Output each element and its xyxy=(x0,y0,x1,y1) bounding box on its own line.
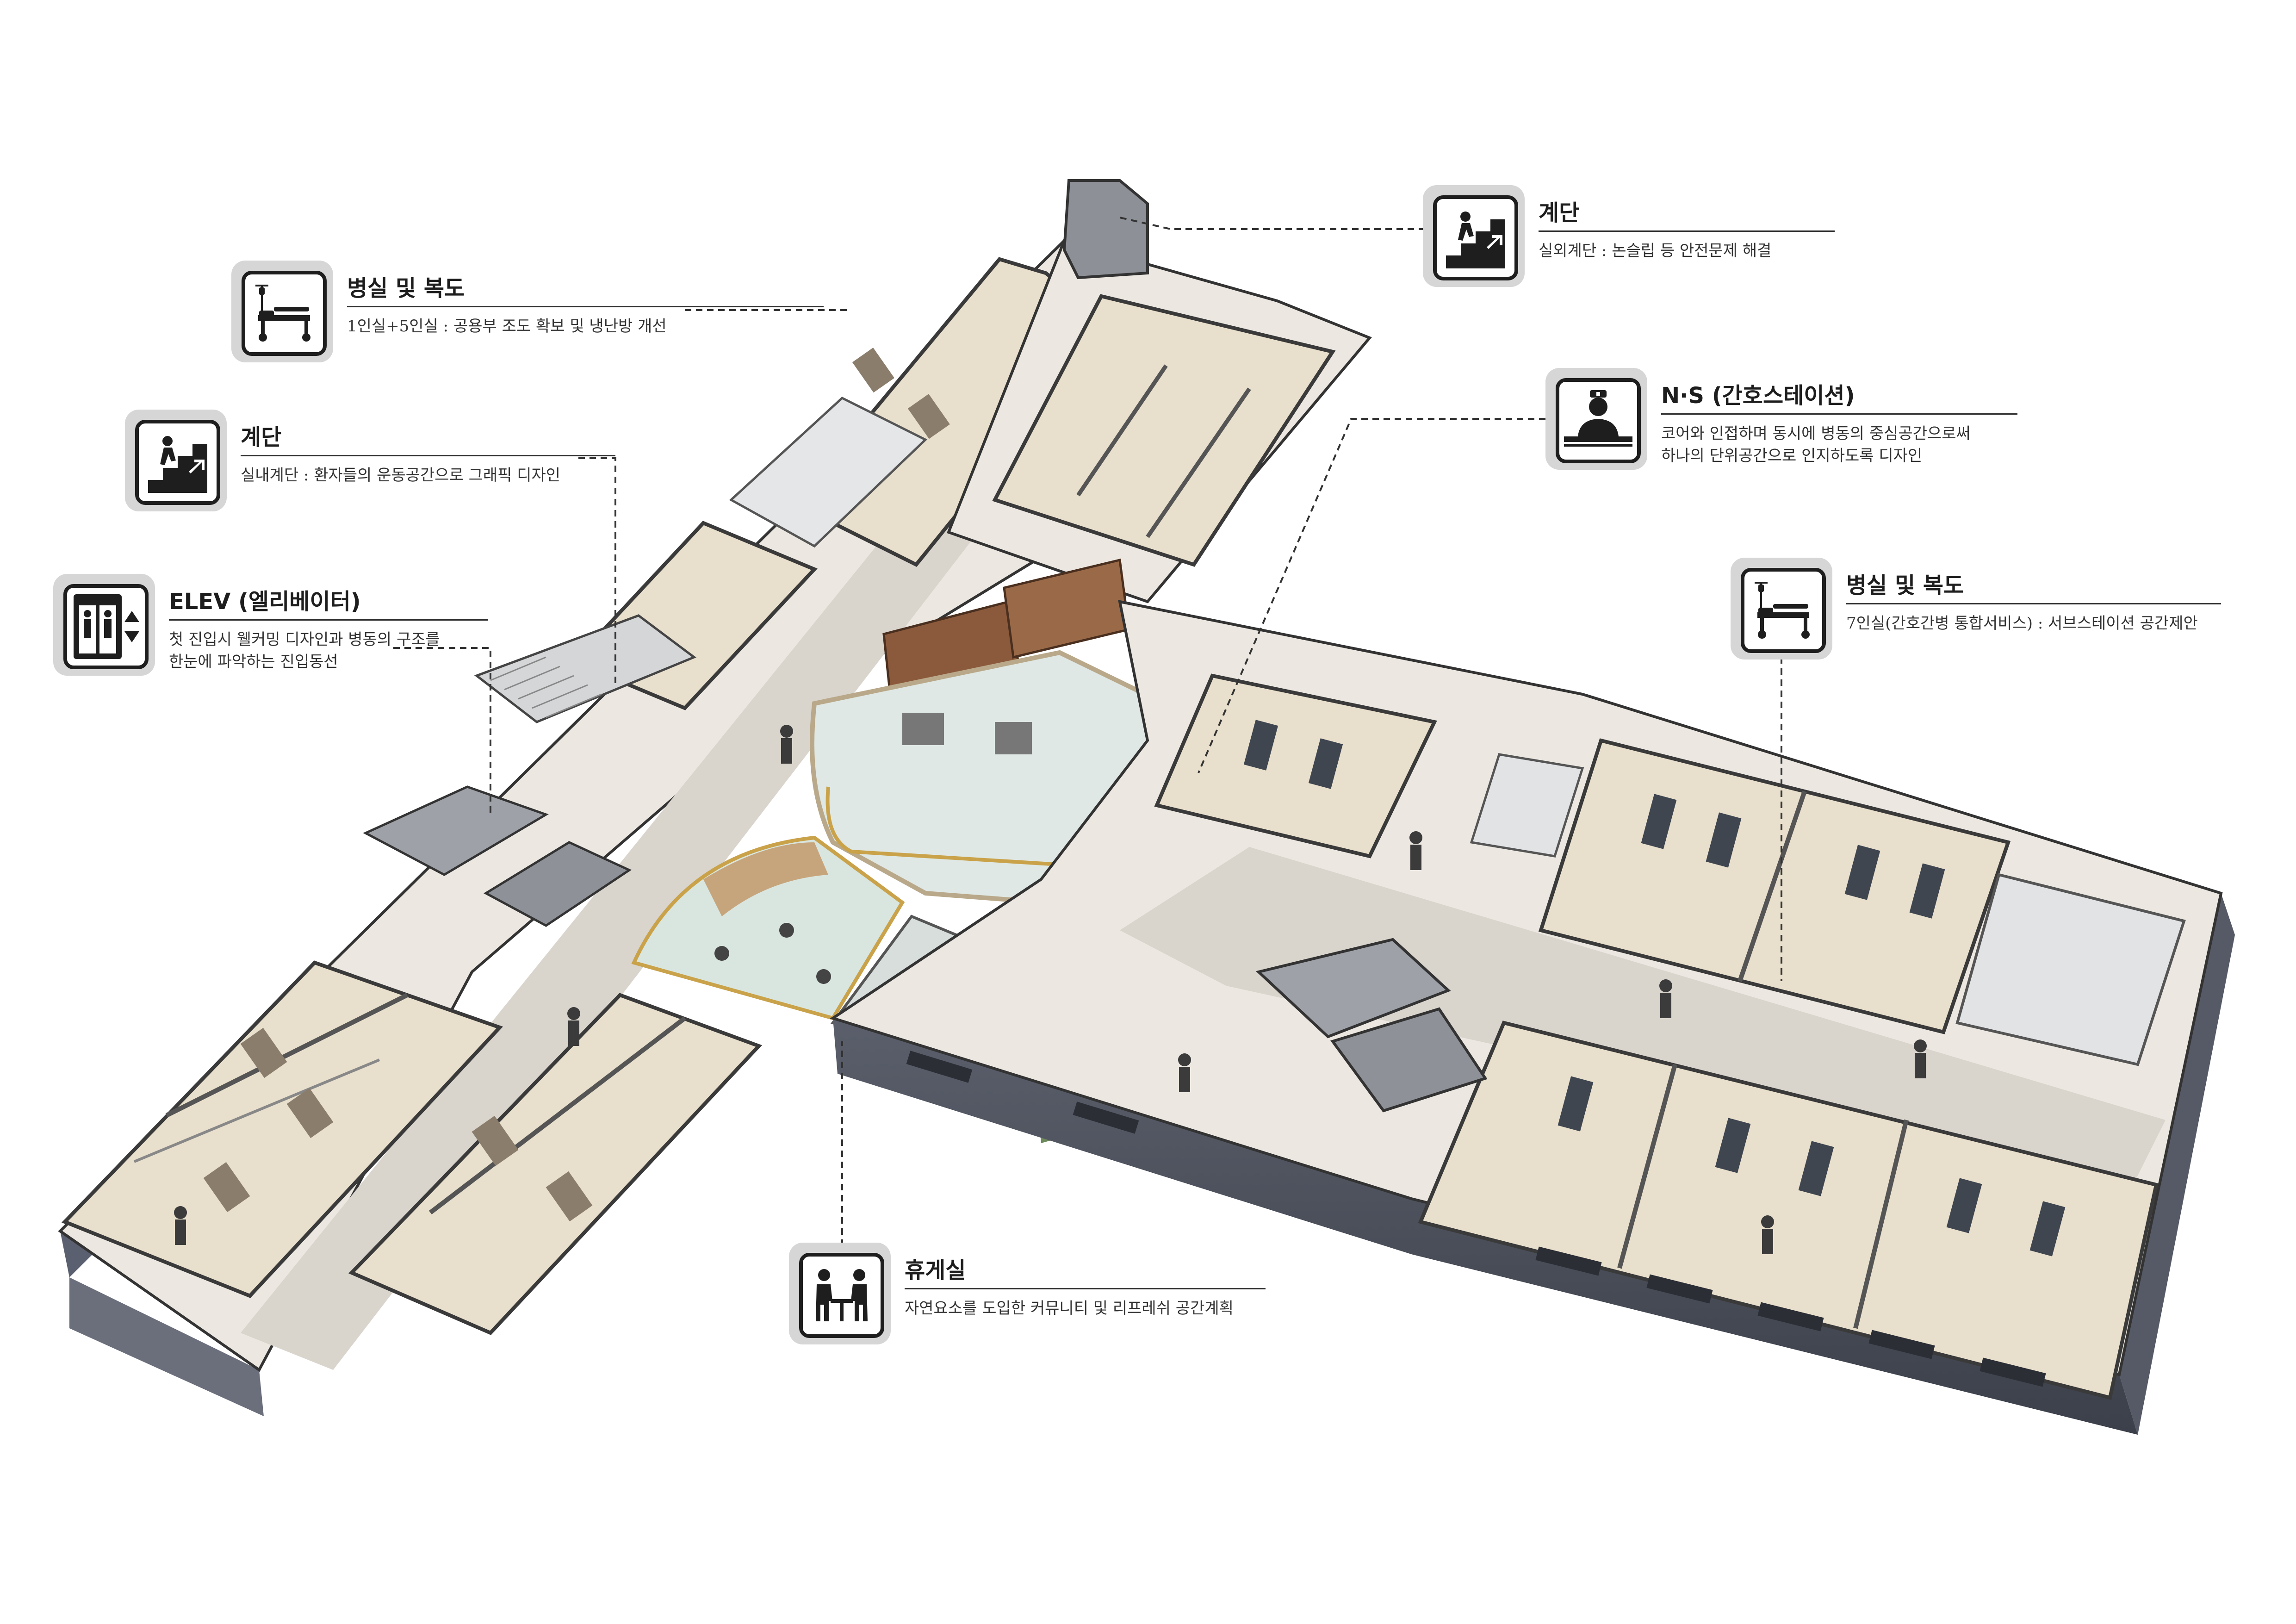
callout-rule xyxy=(905,1288,1266,1289)
callout-desc-line: 실내계단 : 환자들의 운동공간으로 그래픽 디자인 xyxy=(241,466,561,485)
callout-title: 병실 및 복도 xyxy=(1846,572,1964,598)
callout-desc-line: 하나의 단위공간으로 인지하도록 디자인 xyxy=(1661,447,1923,465)
callout-rule xyxy=(241,455,615,456)
callout-rule xyxy=(347,306,824,307)
hospital-bed-icon xyxy=(1741,568,1826,653)
callout-description: 실내계단 : 환자들의 운동공간으로 그래픽 디자인 xyxy=(241,464,560,486)
callout-desc-line: 1인실+5인실 : 공용부 조도 확보 및 냉난방 개선 xyxy=(347,317,667,336)
stairs-icon xyxy=(1433,195,1518,280)
hospital-bed-icon xyxy=(242,271,327,356)
callout-desc-line: 자연요소를 도입한 커뮤니티 및 리프레쉬 공간계획 xyxy=(905,1299,1234,1318)
callout-title: 계단 xyxy=(1539,200,1580,226)
callout-rule xyxy=(169,619,488,621)
callout-description: 1인실+5인실 : 공용부 조도 확보 및 냉난방 개선 xyxy=(347,315,667,337)
icon-frame xyxy=(1731,558,1832,660)
callout-desc-line: 7인실(간호간병 통합서비스) : 서브스테이션 공간제안 xyxy=(1846,614,2198,633)
callout-rule xyxy=(1661,413,2017,415)
callout-description: 실외계단 : 논슬립 등 안전문제 해결 xyxy=(1539,240,1771,262)
callout-title: ELEV (엘리베이터) xyxy=(169,589,361,615)
callout-desc-line: 한눈에 파악하는 진입동선 xyxy=(169,653,338,671)
callout-desc-line: 첫 진입시 웰커밍 디자인과 병동의 구조를 xyxy=(169,630,440,649)
nurse-icon xyxy=(1556,378,1641,463)
callout-rule xyxy=(1846,603,2221,604)
callout-description: 자연요소를 도입한 커뮤니티 및 리프레쉬 공간계획 xyxy=(905,1297,1234,1319)
icon-frame xyxy=(231,261,333,362)
callout-rule xyxy=(1539,230,1835,232)
icon-frame xyxy=(53,574,155,676)
elevator-icon xyxy=(63,584,149,669)
callout-desc-line: 코어와 인접하며 동시에 병동의 중심공간으로써 xyxy=(1661,424,1971,443)
callout-desc-line: 실외계단 : 논슬립 등 안전문제 해결 xyxy=(1539,242,1772,260)
callout-description: 첫 진입시 웰커밍 디자인과 병동의 구조를 한눈에 파악하는 진입동선 xyxy=(169,628,440,673)
icon-frame xyxy=(789,1243,891,1344)
icon-frame xyxy=(1423,185,1525,287)
stairs-icon xyxy=(135,420,220,505)
callout-description: 7인실(간호간병 통합서비스) : 서브스테이션 공간제안 xyxy=(1846,612,2198,635)
callout-description: 코어와 인접하며 동시에 병동의 중심공간으로써 하나의 단위공간으로 인지하도… xyxy=(1661,423,1971,467)
lounge-table-icon xyxy=(799,1253,884,1338)
icon-frame xyxy=(1545,368,1647,470)
right-wing xyxy=(830,600,2235,1435)
callout-title: 병실 및 복도 xyxy=(347,275,465,301)
icon-frame xyxy=(125,410,227,511)
callout-title: 계단 xyxy=(241,424,282,450)
callout-title: 휴게실 xyxy=(905,1257,966,1283)
callout-title: N·S (간호스테이션) xyxy=(1661,383,1855,409)
